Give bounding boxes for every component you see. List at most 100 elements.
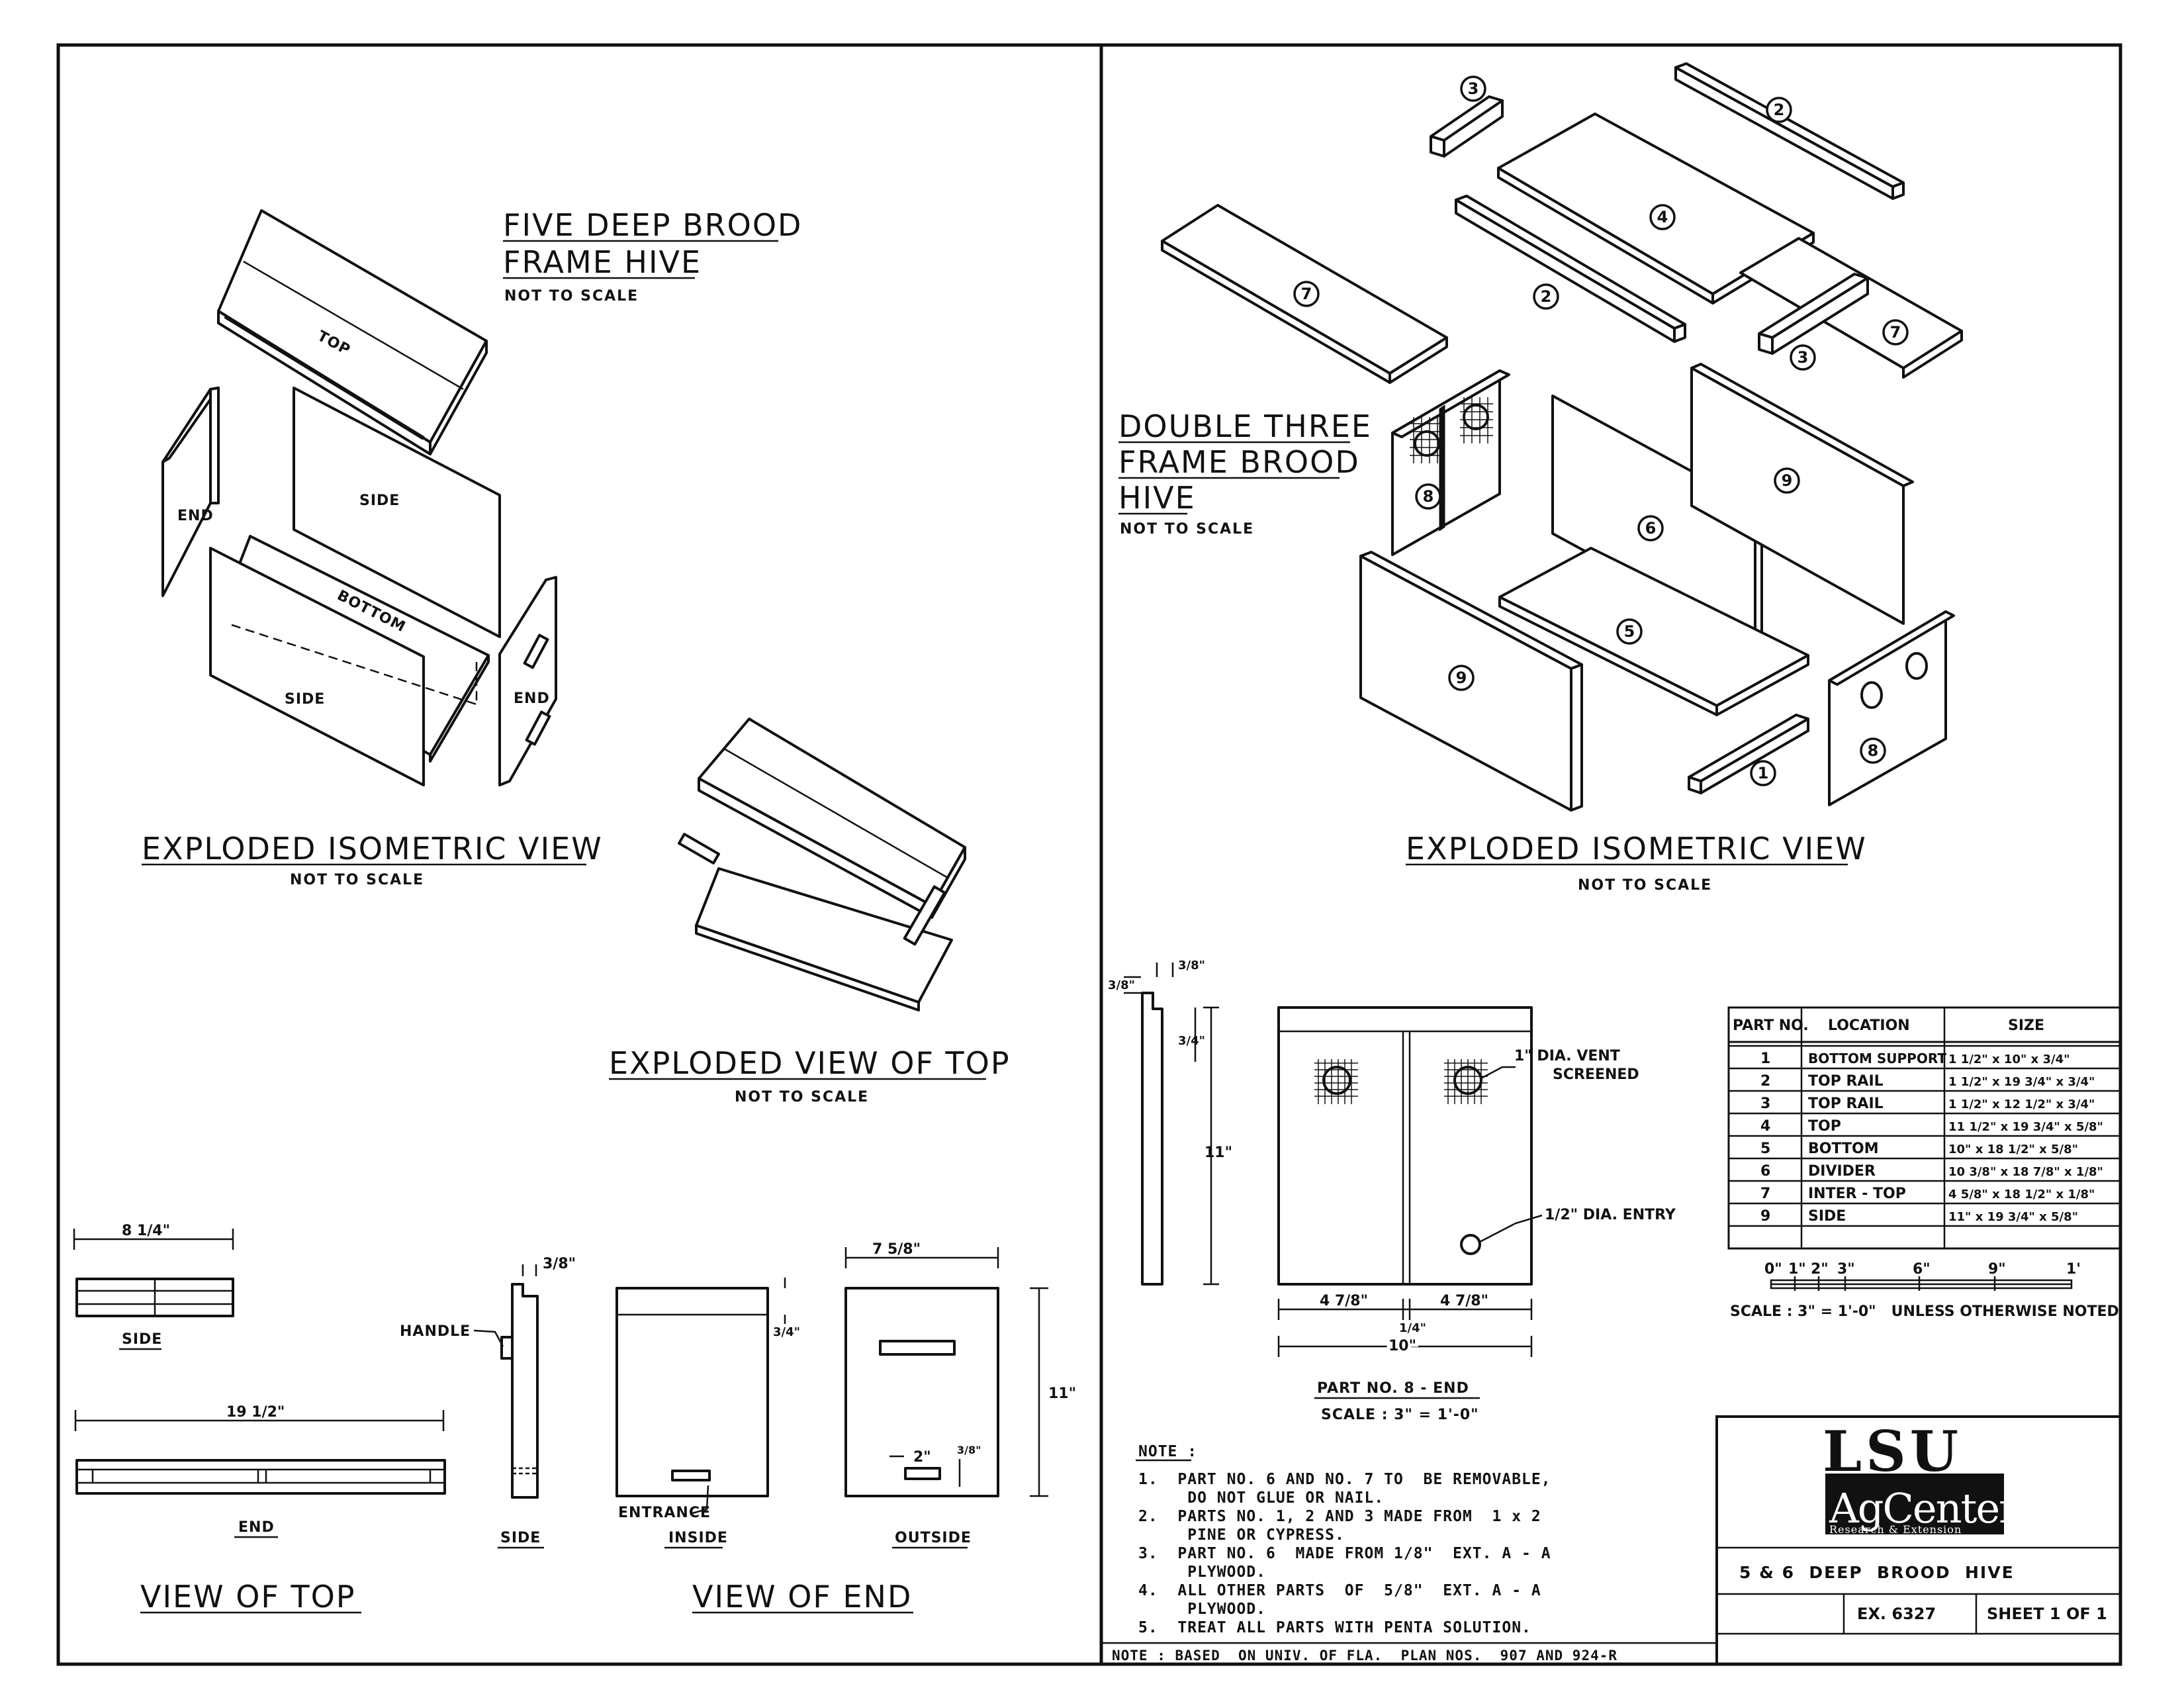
end-top-dim-b: 3/8" [1178, 959, 1205, 972]
table-header-size: SIZE [2008, 1017, 2044, 1034]
table-row-2-size: 1 1/2" x 19 3/4" x 3/4" [1948, 1075, 2095, 1089]
sheet-border [56, 43, 2122, 1666]
end-dim-gap: 1/4" [1399, 1321, 1426, 1335]
table-row-8-size: 11" x 19 3/4" x 5/8" [1948, 1210, 2078, 1224]
left-iso-scale: NOT TO SCALE [290, 872, 424, 888]
callout-3b: 3 [1797, 348, 1809, 367]
table-row-3-part: 3 [1760, 1096, 1770, 1112]
iso-part-2b [1455, 195, 1686, 343]
iso-part-3a [1430, 95, 1504, 158]
end-rebate-dim: 3/4" [1178, 1034, 1205, 1048]
vot-side-label: SIDE [122, 1331, 162, 1348]
note-line-9: 5. TREAT ALL PARTS WITH PENTA SOLUTION. [1138, 1619, 1531, 1636]
table-row-8-part: 9 [1760, 1208, 1770, 1225]
iso-side-front: SIDE [209, 547, 478, 786]
table-row-4-size: 11 1/2" x 19 3/4" x 5/8" [1948, 1120, 2103, 1134]
view-of-end-title: VIEW OF END [692, 1579, 912, 1615]
table-row-2-part: 2 [1760, 1073, 1770, 1090]
note-line-1: 1. PART NO. 6 AND NO. 7 TO BE REMOVABLE, [1138, 1471, 1551, 1488]
scale-bar: 0" 1" 2" 3" 6" 9" 1' SCALE : 3" = 1'-0" … [1730, 1261, 2119, 1320]
handle-label: HANDLE [400, 1323, 471, 1340]
end-top-dim-a: 3/8" [1108, 978, 1135, 992]
table-row-4-part: 4 [1760, 1118, 1770, 1135]
table-row-1-part: 1 [1760, 1051, 1770, 1067]
table-row-6-location: DIVIDER [1808, 1163, 1876, 1180]
table-header-location: LOCATION [1828, 1017, 1910, 1034]
scale-tick-2: 2" [1811, 1261, 1829, 1278]
vot-width-dim: 8 1/4" [122, 1223, 170, 1239]
view-of-end: 3/8" HANDLE SIDE 3/4" ENTRANCE INSIDE [400, 1241, 1076, 1549]
table-row-7-part: 7 [1760, 1186, 1770, 1202]
right-title-scale: NOT TO SCALE [1120, 521, 1254, 538]
part-callouts: 3 2 4 7 2 7 3 8 9 6 5 9 8 1 [1293, 75, 1909, 786]
note-line-7: 4. ALL OTHER PARTS OF 5/8" EXT. A - A [1138, 1582, 1541, 1599]
lsu-agcenter-logo: LSU AgCenter Research & Extension [1823, 1419, 2020, 1536]
iso-part-2a [1674, 62, 1905, 200]
note-line-8: PLYWOOD. [1138, 1601, 1266, 1618]
callout-2b: 2 [1541, 287, 1552, 306]
callout-3a: 3 [1468, 79, 1479, 98]
callout-2a: 2 [1774, 101, 1785, 119]
iso-label-side-front: SIDE [285, 691, 325, 708]
note-line-5: 3. PART NO. 6 MADE FROM 1/8" EXT. A - A [1138, 1545, 1551, 1562]
logo-subtitle: Research & Extension [1829, 1523, 1962, 1536]
callout-6: 6 [1645, 519, 1657, 538]
iso-part-8b [1828, 610, 1955, 806]
table-row-7-size: 4 5/8" x 18 1/2" x 1/8" [1948, 1188, 2095, 1201]
scale-tick-6: 6" [1913, 1261, 1931, 1278]
voe-inside-dim: 3/4" [773, 1325, 800, 1339]
callout-9b: 9 [1456, 669, 1467, 687]
view-of-top-title: VIEW OF TOP [140, 1579, 356, 1615]
voe-height-dim: 11" [1048, 1385, 1076, 1402]
left-title-scale: NOT TO SCALE [504, 288, 639, 305]
table-header-part: PART NO. [1733, 1017, 1809, 1034]
table-row-5-part: 5 [1760, 1141, 1770, 1157]
exploded-top-drawing [678, 718, 966, 1011]
left-panel: FIVE DEEP BROOD FRAME HIVE NOT TO SCALE … [73, 207, 1076, 1615]
iso-label-end-left: END [177, 508, 214, 524]
exploded-top-scale: NOT TO SCALE [735, 1089, 869, 1105]
callout-8a: 8 [1423, 487, 1434, 506]
callout-8b: 8 [1868, 741, 1879, 760]
vot-length-dim: 19 1/2" [226, 1404, 285, 1421]
drawing-number: EX. 6327 [1857, 1605, 1936, 1623]
scale-tick-9: 9" [1988, 1261, 2006, 1278]
left-title-line2: FRAME HIVE [503, 244, 702, 280]
note-line-2: DO NOT GLUE OR NAIL. [1138, 1489, 1384, 1507]
note-line-6: PLYWOOD. [1138, 1564, 1266, 1581]
end-detail-scale: SCALE : 3" = 1'-0" [1321, 1407, 1479, 1423]
end-detail-caption: PART NO. 8 - END [1317, 1380, 1469, 1397]
table-row-1-size: 1 1/2" x 10" x 3/4" [1948, 1053, 2070, 1066]
table-row-6-part: 6 [1760, 1163, 1770, 1180]
entry-label: 1/2" DIA. ENTRY [1545, 1207, 1676, 1223]
vot-end-label: END [238, 1519, 275, 1536]
right-iso-caption: EXPLODED ISOMETRIC VIEW [1406, 831, 1867, 867]
table-row-3-size: 1 1/2" x 12 1/2" x 3/4" [1948, 1098, 2095, 1111]
iso-label-side-back: SIDE [359, 492, 400, 509]
iso-part-7b [1739, 237, 1963, 379]
table-row-8-location: SIDE [1808, 1208, 1846, 1225]
iso-top-lid: TOP [217, 209, 488, 455]
handle-block [500, 1336, 514, 1360]
left-title-line1: FIVE DEEP BROOD [503, 207, 802, 243]
scale-tick-12: 1' [2066, 1261, 2081, 1278]
end-height-dim: 11" [1205, 1145, 1232, 1161]
end-dim-total: 10" [1388, 1338, 1416, 1354]
table-row-7-location: INTER - TOP [1808, 1186, 1906, 1202]
iso-part-8a [1391, 369, 1510, 556]
right-panel: DOUBLE THREE FRAME BROOD HIVE NOT TO SCA… [1101, 62, 2122, 1665]
table-row-3-location: TOP RAIL [1808, 1096, 1884, 1112]
callout-5: 5 [1624, 622, 1635, 641]
scale-caption: SCALE : 3" = 1'-0" UNLESS OTHERWISE NOTE… [1730, 1303, 2119, 1320]
table-row-5-location: BOTTOM [1808, 1141, 1879, 1157]
callout-1: 1 [1758, 764, 1769, 782]
voe-inside-label: INSIDE [668, 1530, 728, 1546]
left-iso-caption: EXPLODED ISOMETRIC VIEW [142, 831, 603, 867]
notes-heading: NOTE : [1138, 1443, 1197, 1460]
voe-outside-label: OUTSIDE [895, 1530, 972, 1546]
iso-part-1 [1688, 714, 1809, 794]
scale-tick-0: 0" [1764, 1261, 1782, 1278]
voe-entrance-height: 3/8" [957, 1444, 981, 1456]
entrance-label: ENTRANCE [618, 1505, 711, 1521]
